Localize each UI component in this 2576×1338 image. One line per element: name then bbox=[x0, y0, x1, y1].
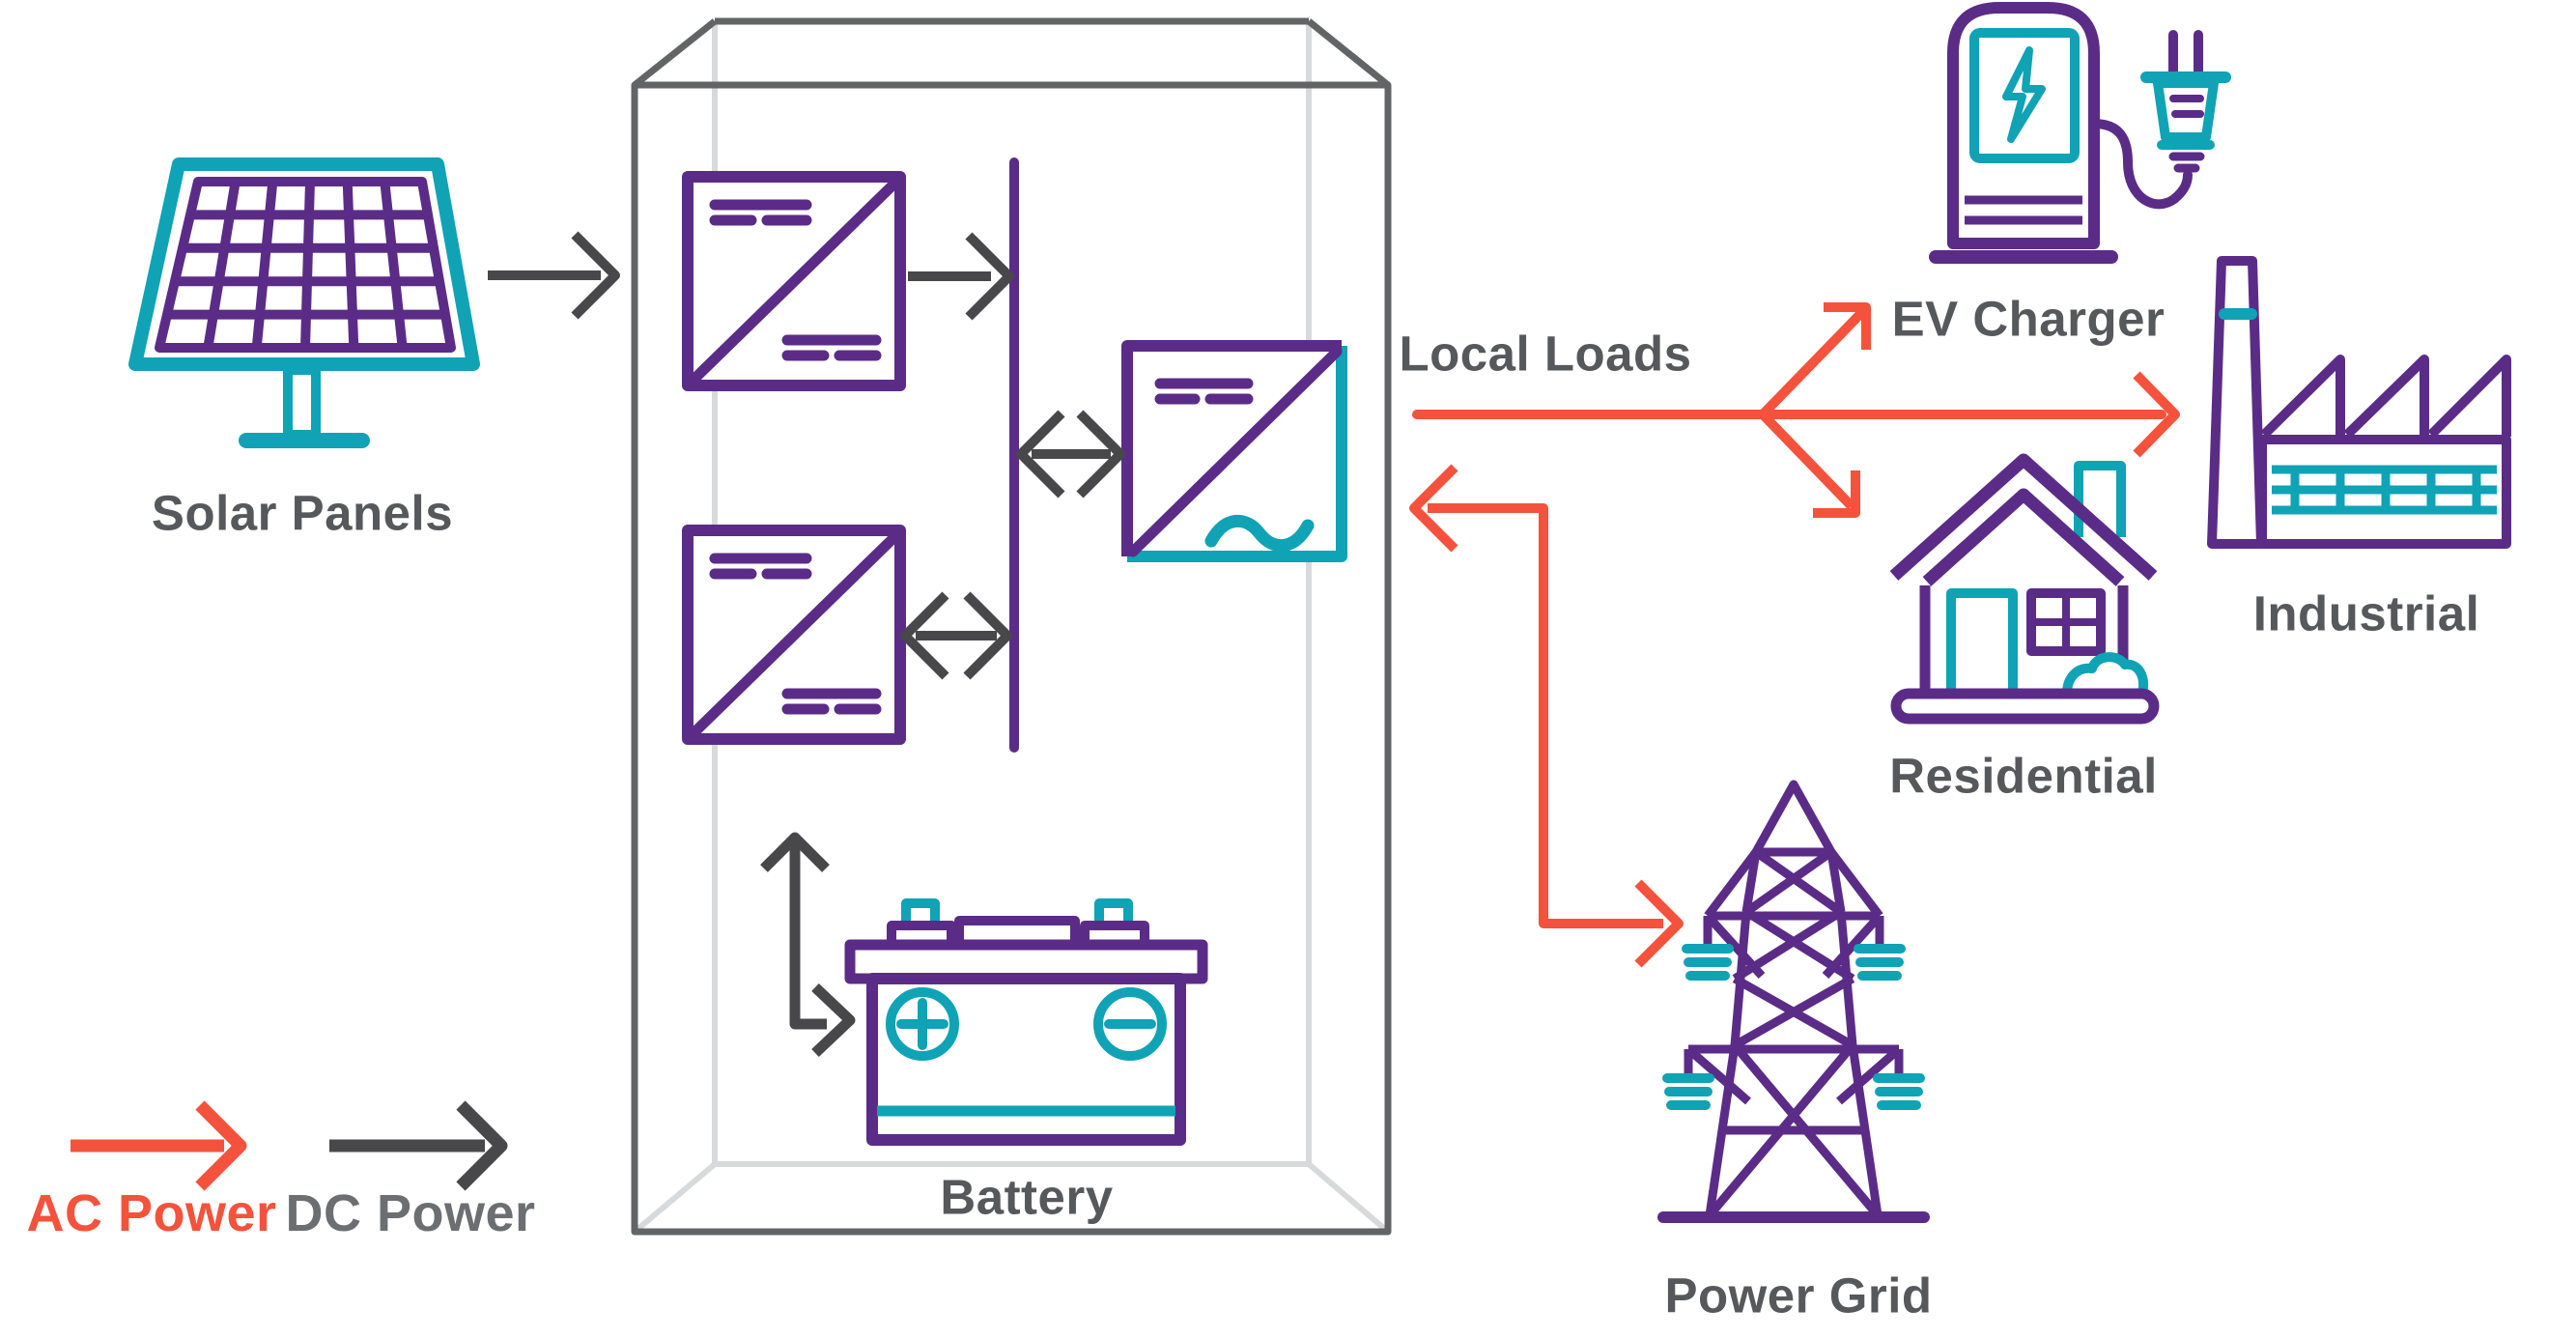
battery-icon bbox=[844, 898, 1208, 1146]
house-icon bbox=[1889, 453, 2160, 725]
legend-dc-power-label: DC Power bbox=[285, 1184, 536, 1242]
legend-ac-power-arrow bbox=[71, 1100, 247, 1191]
ac-arrow-grid-bidirectional bbox=[1409, 464, 1684, 968]
local-loads-label: Local Loads bbox=[1399, 326, 1692, 382]
solar-panels-icon bbox=[128, 157, 480, 448]
dc-arrow-bus-inverter-bidirectional bbox=[1016, 410, 1125, 498]
factory-icon bbox=[2207, 256, 2511, 549]
legend-ac-power-label: AC Power bbox=[26, 1184, 277, 1242]
dc-arrow-battery-converter2-bidirectional bbox=[760, 832, 856, 1057]
legend-dc-power-arrow bbox=[329, 1100, 508, 1191]
dc-arrow-converter1-to-bus bbox=[908, 232, 1014, 321]
transmission-tower-icon bbox=[1657, 780, 1930, 1223]
ev-charger-label: EV Charger bbox=[1891, 291, 2166, 347]
battery-label: Battery bbox=[940, 1169, 1114, 1225]
solar-panels-label: Solar Panels bbox=[151, 485, 454, 541]
dc-arrow-solar-to-converter bbox=[488, 231, 620, 320]
residential-label: Residential bbox=[1889, 748, 2158, 804]
ev-charger-icon bbox=[1929, 2, 2231, 264]
ac-arrow-local-loads bbox=[1412, 302, 2180, 518]
industrial-label: Industrial bbox=[2252, 585, 2480, 641]
dc-dc-converter-1-icon bbox=[688, 177, 900, 385]
dc-dc-converter-2-icon bbox=[688, 530, 900, 739]
dc-arrow-converter2-bus-bidirectional bbox=[900, 591, 1012, 680]
power-grid-label: Power Grid bbox=[1664, 1267, 1933, 1324]
inverter-icon bbox=[1121, 340, 1347, 562]
